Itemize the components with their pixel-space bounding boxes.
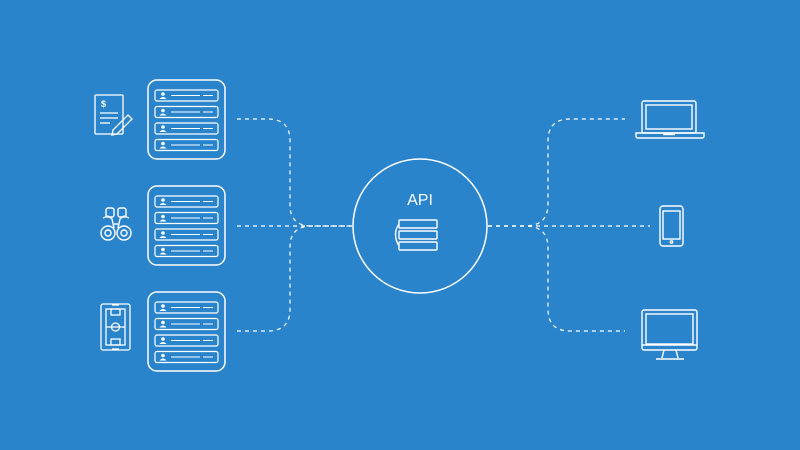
user-icon (161, 108, 165, 113)
card-row (154, 138, 219, 152)
card-row (154, 211, 219, 225)
user-icon (161, 231, 165, 235)
stacked-layers-icon (394, 219, 438, 251)
user-icon (161, 247, 165, 252)
connector-source-3 (237, 225, 352, 332)
card-row (154, 195, 219, 208)
soccer-field-icon (100, 303, 131, 351)
user-icon (161, 320, 165, 325)
user-icon (161, 92, 165, 96)
card-row (154, 228, 219, 241)
connector-source-1 (237, 118, 352, 227)
user-icon (161, 141, 165, 146)
card-row (154, 89, 219, 102)
contract-document-icon: $ (94, 94, 133, 136)
card-row (154, 244, 219, 258)
card-row (154, 334, 219, 347)
card-row (154, 317, 219, 331)
source-card-1 (147, 79, 226, 160)
user-icon (161, 304, 165, 308)
card-rows (154, 89, 219, 364)
laptop-icon (635, 100, 705, 139)
card-row (154, 122, 219, 135)
card-row (154, 301, 219, 314)
source-card-2 (147, 185, 226, 266)
user-icon (161, 198, 165, 202)
source-card-3 (147, 291, 226, 372)
card-row (154, 350, 219, 364)
card-row (154, 105, 219, 119)
connector-target-3 (488, 225, 625, 332)
user-icon (161, 353, 165, 358)
user-icon (161, 337, 165, 341)
api-hub: API (352, 158, 488, 294)
api-label: API (407, 192, 433, 209)
svg-text:$: $ (101, 99, 106, 109)
user-icon (161, 125, 165, 129)
user-icon (161, 214, 165, 219)
desktop-monitor-icon (641, 309, 698, 360)
binoculars-icon (100, 207, 132, 241)
connector-target-1 (488, 118, 625, 227)
tablet-icon (659, 205, 684, 247)
connectors (237, 118, 650, 332)
